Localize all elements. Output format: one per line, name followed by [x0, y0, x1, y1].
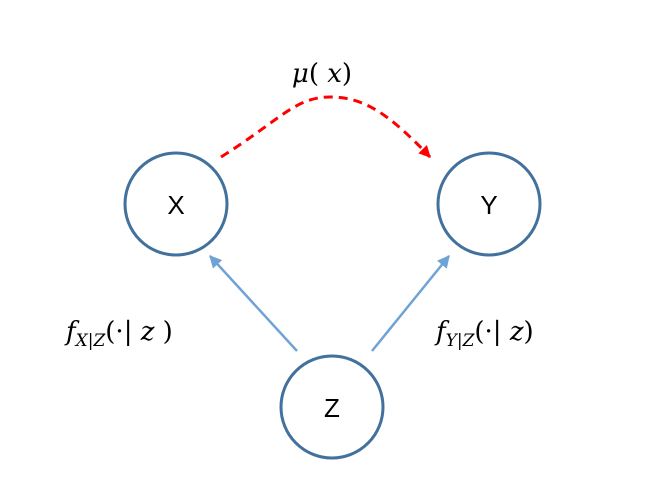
- node-z: Z: [279, 354, 385, 460]
- z-to-x-edge-arrow: [209, 255, 298, 352]
- node-x: X: [123, 151, 229, 257]
- node-y: Y: [436, 151, 542, 257]
- mu-open: (: [309, 59, 327, 89]
- node-z-circle: [279, 354, 385, 460]
- node-z-label: Z: [324, 393, 340, 423]
- z-to-y-var: z: [509, 317, 524, 347]
- node-x-circle: [123, 151, 229, 257]
- z-to-x-open: (·|: [105, 317, 140, 347]
- z-to-y-open: (·|: [474, 317, 509, 347]
- z-to-y-edge-label: fY|Z(·| z): [434, 317, 534, 351]
- mu-var: x: [327, 59, 342, 89]
- mu-edge-label: μ( x): [292, 59, 352, 89]
- z-to-y-close: ): [524, 317, 534, 347]
- z-to-x-close: ): [154, 317, 172, 347]
- z-to-y-edge-arrow: [371, 255, 450, 352]
- node-y-circle: [436, 151, 542, 257]
- node-x-label: X: [167, 190, 184, 220]
- mu-func: μ: [292, 59, 309, 89]
- z-to-y-sub: Y|Z: [446, 331, 476, 351]
- mu-close: ): [342, 59, 352, 89]
- node-y-label: Y: [480, 190, 497, 220]
- z-to-x-edge-label: fX|Z(·| z ): [64, 317, 173, 351]
- mu-edge-arrow: [220, 95, 432, 159]
- z-to-x-var: z: [140, 317, 155, 347]
- z-to-x-sub: X|Z: [74, 331, 107, 351]
